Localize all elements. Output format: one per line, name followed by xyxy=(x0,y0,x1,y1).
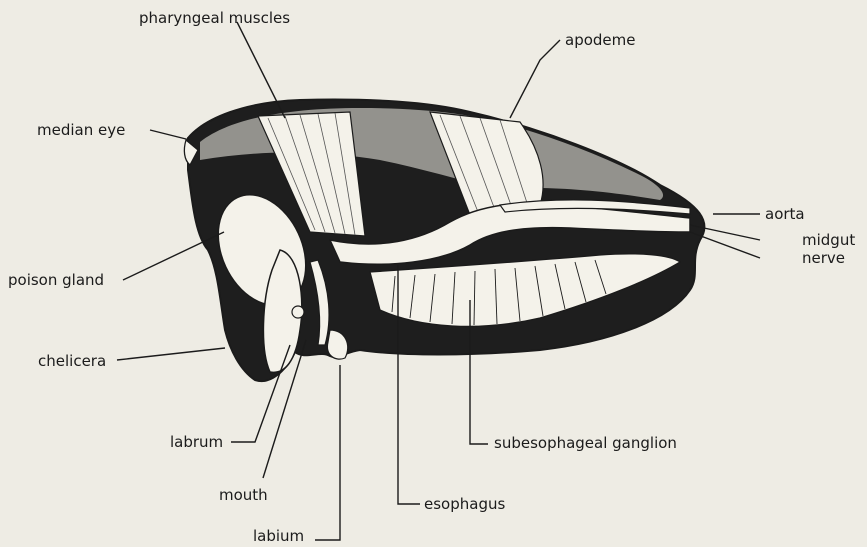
label-poison-gland: poison gland xyxy=(8,271,104,289)
label-esophagus: esophagus xyxy=(424,495,505,513)
label-median-eye: median eye xyxy=(37,121,125,139)
label-nerve: nerve xyxy=(802,249,845,267)
label-labium: labium xyxy=(253,527,304,545)
label-midgut: midgut xyxy=(802,231,855,249)
label-aorta: aorta xyxy=(765,205,805,223)
label-subesophageal-ganglion: subesophageal ganglion xyxy=(494,434,677,452)
label-apodeme: apodeme xyxy=(565,31,635,49)
label-labrum: labrum xyxy=(170,433,223,451)
label-chelicera: chelicera xyxy=(38,352,106,370)
label-pharyngeal-muscles: pharyngeal muscles xyxy=(139,9,290,27)
label-mouth: mouth xyxy=(219,486,268,504)
